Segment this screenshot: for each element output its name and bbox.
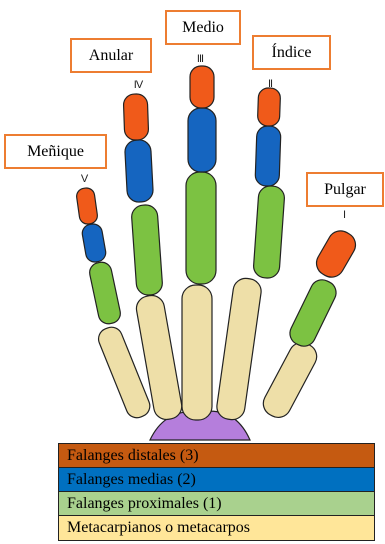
middle-proximal <box>186 172 216 284</box>
numeral-i: I <box>332 209 356 221</box>
legend-table: Falanges distales (3) Falanges medias (2… <box>58 443 375 541</box>
middle-middle <box>188 108 216 172</box>
index-proximal <box>253 185 285 279</box>
finger-label-medio: Medio <box>165 10 241 45</box>
finger-label-anular: Anular <box>70 38 152 73</box>
index-metacarpal <box>215 277 262 422</box>
index-distal <box>257 88 280 127</box>
finger-label-indice: Índice <box>252 35 331 70</box>
legend-row-proximal: Falanges proximales (1) <box>59 492 374 516</box>
numeral-iii: III <box>188 53 212 65</box>
numeral-v: V <box>72 173 96 185</box>
finger-label-menique: Meñique <box>4 134 107 169</box>
middle-metacarpal <box>182 285 212 420</box>
ring-distal <box>123 94 149 141</box>
legend-row-middle: Falanges medias (2) <box>59 468 374 492</box>
thumb-metacarpal <box>259 338 321 422</box>
numeral-ii: II <box>258 78 282 90</box>
ring-proximal <box>131 204 163 296</box>
legend-row-metacarpal: Metacarpianos o metacarpos <box>59 516 374 540</box>
legend-row-distal: Falanges distales (3) <box>59 444 374 468</box>
middle-distal <box>190 66 214 108</box>
thumb-distal <box>312 226 360 282</box>
thumb-proximal <box>286 276 340 350</box>
ring-middle <box>124 139 153 202</box>
finger-label-pulgar: Pulgar <box>306 172 384 207</box>
index-middle <box>255 126 281 187</box>
pinky-distal <box>76 187 99 225</box>
pinky-middle <box>81 223 107 264</box>
pinky-proximal <box>88 260 122 325</box>
numeral-iv: IV <box>126 79 150 91</box>
